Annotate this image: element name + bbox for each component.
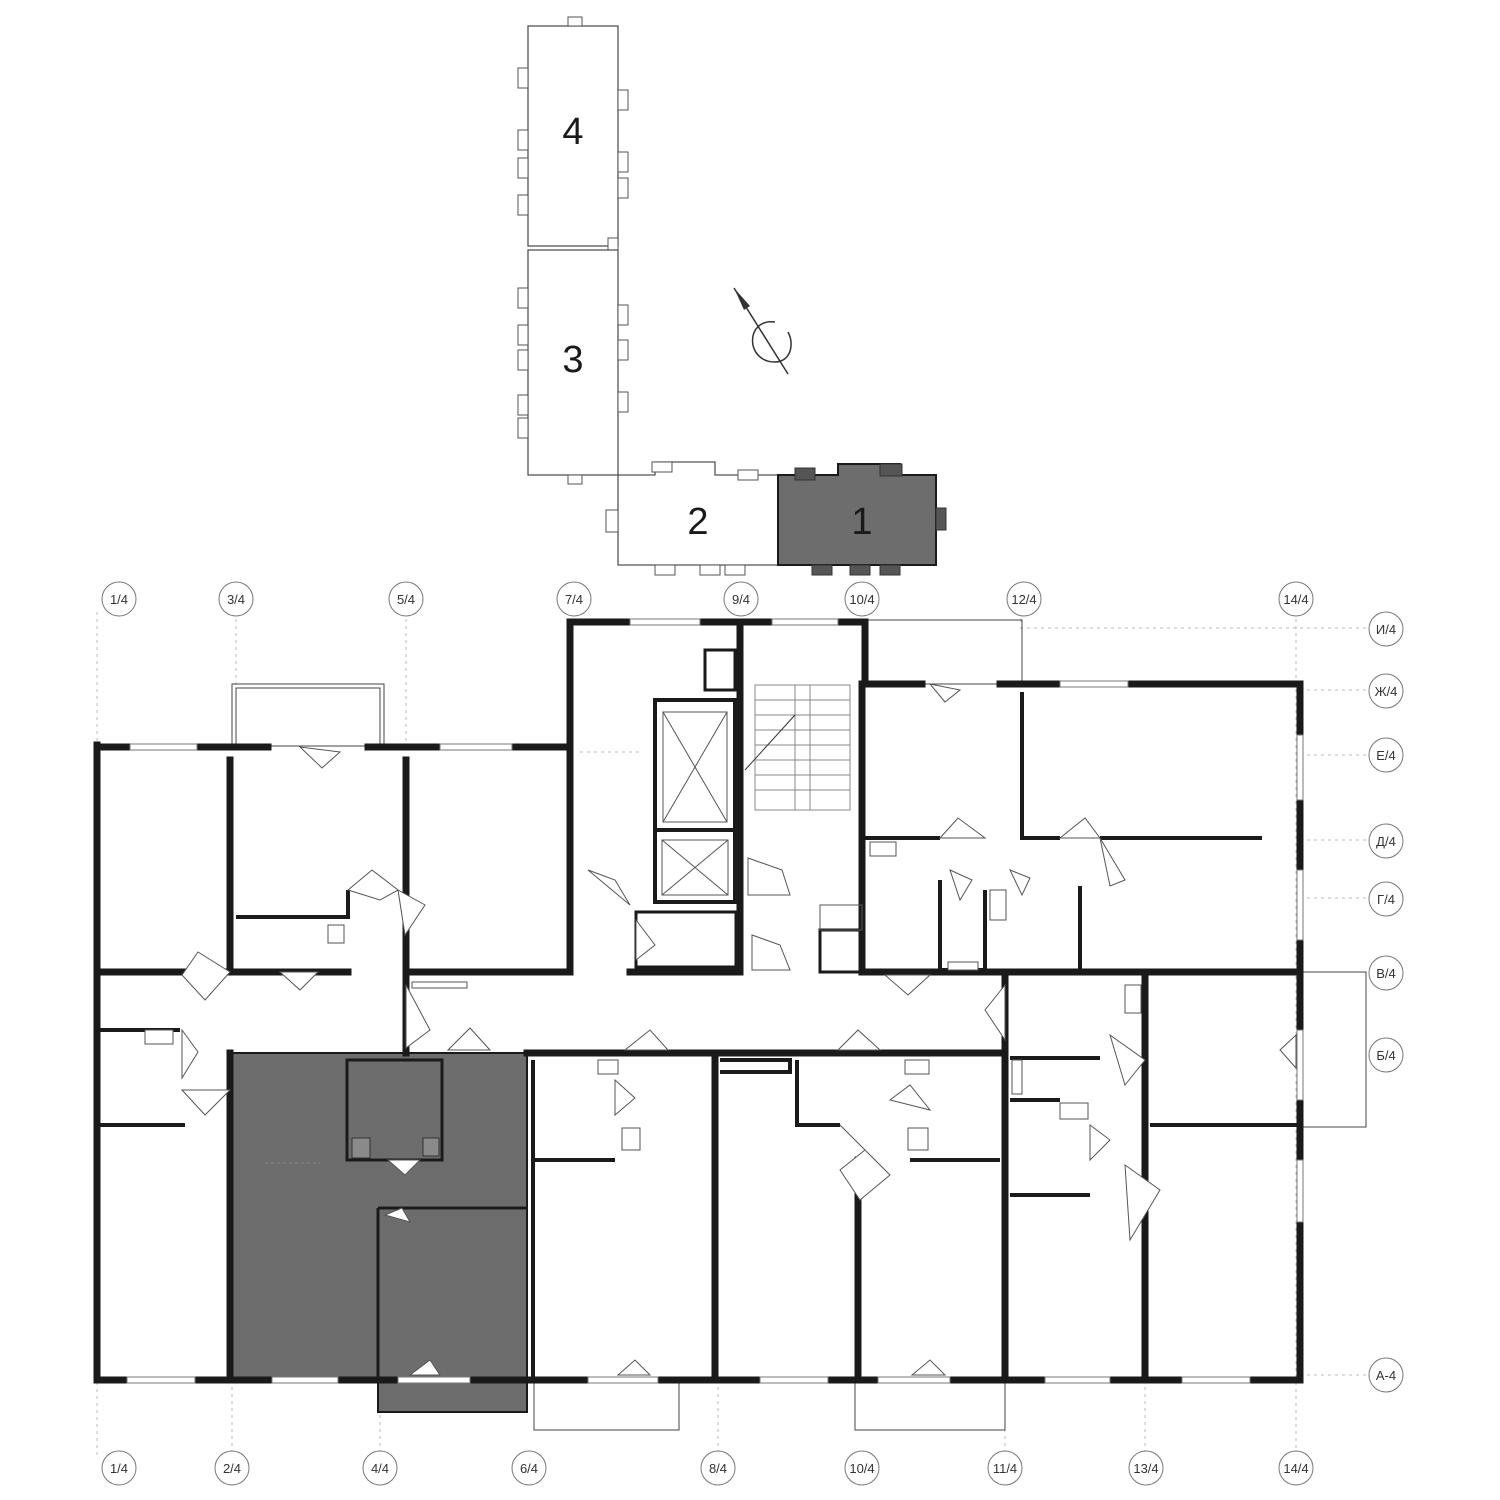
svg-text:Г/4: Г/4 xyxy=(1377,892,1395,907)
section-2[interactable]: 2 xyxy=(605,461,779,576)
section-4[interactable]: 4 xyxy=(517,16,629,267)
axis-bottom-14-4: 14/4 xyxy=(1278,1450,1314,1486)
axis-bottom-6-4: 6/4 xyxy=(511,1450,547,1486)
axis-bottom-10-4: 10/4 xyxy=(844,1450,880,1486)
axis-top-14-4: 14/4 xyxy=(1278,581,1314,617)
section-3-label: 3 xyxy=(562,339,583,381)
section-1-label: 1 xyxy=(851,501,872,543)
axis-top-5-4: 5/4 xyxy=(388,581,424,617)
svg-text:А-4: А-4 xyxy=(1376,1368,1396,1383)
axis-bubbles-top: 1/4 3/4 5/4 7/4 9/4 10/4 12/4 14/4 xyxy=(101,581,1314,617)
axis-top-7-4: 7/4 xyxy=(556,581,592,617)
svg-text:14/4: 14/4 xyxy=(1283,592,1308,607)
axis-right-d: Д/4 xyxy=(1368,823,1404,859)
svg-text:14/4: 14/4 xyxy=(1283,1461,1308,1476)
key-plan: 4 3 2 xyxy=(517,16,947,576)
windows xyxy=(126,618,1304,1384)
svg-text:13/4: 13/4 xyxy=(1133,1461,1158,1476)
section-4-label: 4 xyxy=(562,111,583,153)
svg-text:5/4: 5/4 xyxy=(397,592,415,607)
compass-north-icon xyxy=(733,287,792,375)
svg-text:7/4: 7/4 xyxy=(565,592,583,607)
axis-right-e: Е/4 xyxy=(1368,737,1404,773)
svg-text:10/4: 10/4 xyxy=(849,1461,874,1476)
selected-apartment[interactable] xyxy=(229,1052,528,1413)
axis-bottom-1-4: 1/4 xyxy=(101,1450,137,1486)
svg-text:3/4: 3/4 xyxy=(227,592,245,607)
svg-text:Е/4: Е/4 xyxy=(1376,748,1396,763)
svg-text:1/4: 1/4 xyxy=(110,1461,128,1476)
axis-right-i: И/4 xyxy=(1368,611,1404,647)
svg-text:12/4: 12/4 xyxy=(1011,592,1036,607)
axis-bottom-4-4: 4/4 xyxy=(362,1450,398,1486)
axis-bubbles-right: И/4 Ж/4 Е/4 Д/4 Г/4 В/4 Б/4 А-4 xyxy=(1368,611,1404,1393)
axis-right-g: Г/4 xyxy=(1368,881,1404,917)
axis-right-zh: Ж/4 xyxy=(1368,673,1404,709)
section-1[interactable]: 1 xyxy=(777,463,947,576)
axis-top-9-4: 9/4 xyxy=(723,581,759,617)
svg-text:И/4: И/4 xyxy=(1376,622,1396,637)
svg-text:Д/4: Д/4 xyxy=(1376,834,1396,849)
axis-right-b: Б/4 xyxy=(1368,1037,1404,1073)
stair-lift-core xyxy=(634,648,864,974)
axis-bubbles-bottom: 1/4 2/4 4/4 6/4 8/4 10/4 11/4 13/4 14/4 xyxy=(101,1450,1314,1486)
svg-text:2/4: 2/4 xyxy=(223,1461,241,1476)
svg-text:6/4: 6/4 xyxy=(520,1461,538,1476)
axis-right-v: В/4 xyxy=(1368,955,1404,991)
axis-bottom-13-4: 13/4 xyxy=(1128,1450,1164,1486)
axis-top-3-4: 3/4 xyxy=(218,581,254,617)
svg-text:8/4: 8/4 xyxy=(709,1461,727,1476)
svg-text:Ж/4: Ж/4 xyxy=(1375,684,1398,699)
axis-right-a: А-4 xyxy=(1368,1357,1404,1393)
axis-bottom-11-4: 11/4 xyxy=(987,1450,1023,1486)
svg-text:9/4: 9/4 xyxy=(732,592,750,607)
axis-top-12-4: 12/4 xyxy=(1006,581,1042,617)
section-2-label: 2 xyxy=(687,501,708,543)
svg-text:11/4: 11/4 xyxy=(993,1461,1017,1476)
section-3[interactable]: 3 xyxy=(517,249,629,485)
interior-walls xyxy=(93,621,1304,1384)
fixtures xyxy=(144,841,1142,1151)
axis-top-10-4: 10/4 xyxy=(844,581,880,617)
axis-bottom-2-4: 2/4 xyxy=(214,1450,250,1486)
doors xyxy=(180,683,1297,1376)
svg-text:10/4: 10/4 xyxy=(849,592,874,607)
svg-text:4/4: 4/4 xyxy=(371,1461,389,1476)
axis-top-1-4: 1/4 xyxy=(101,581,137,617)
svg-text:В/4: В/4 xyxy=(1376,966,1396,981)
svg-text:1/4: 1/4 xyxy=(110,592,128,607)
axis-bottom-8-4: 8/4 xyxy=(700,1450,736,1486)
svg-text:Б/4: Б/4 xyxy=(1376,1048,1395,1063)
